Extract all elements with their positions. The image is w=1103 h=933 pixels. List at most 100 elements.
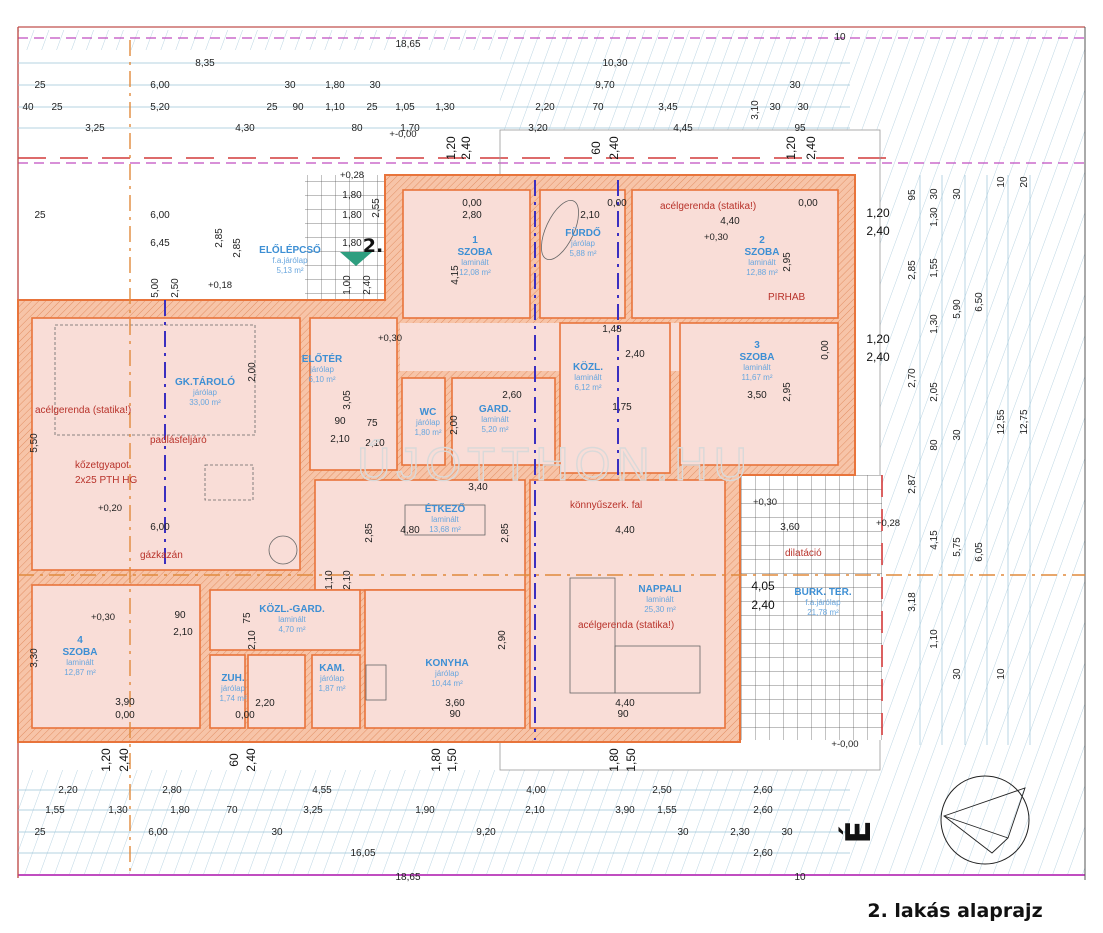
dimension-interior: 75 [242,612,253,624]
level-marker: +-0,00 [389,129,416,140]
room-area: 4,70 m² [278,625,305,634]
dimension-top: 25 [366,102,378,113]
dimension-right: 10 [996,668,1007,680]
dimension-interior: 1,00 [342,275,353,295]
room-name: SZOBA [740,352,775,363]
room-name: WC [420,407,437,418]
dimension-interior: 6,00 [150,210,170,221]
level-marker: +0,30 [704,232,728,243]
room-area: 1,80 m² [414,428,441,437]
window-dimension: 4,05 [751,579,775,593]
dimension-interior: 1,10 [324,570,335,590]
room-name: NAPPALI [638,584,681,595]
room-floor-finish: laminált [574,373,602,382]
dimension-top: 90 [292,102,304,113]
dimension-bottom: 30 [677,827,689,838]
window-dimension: 60 [227,753,241,767]
dimension-interior: 2,85 [214,228,225,248]
window-dimension: 1,20 [444,136,458,160]
room-eloter [309,317,398,471]
dimension-interior: 90 [617,709,629,720]
dimension-interior: 1,80 [342,190,362,201]
level-marker: +0,30 [378,333,402,344]
window-dimension: 1,20 [866,206,890,220]
dimension-interior: 3,60 [780,522,800,533]
room-number: 3 [754,340,760,351]
dimension-interior: 90 [174,610,186,621]
room-name: BURK. TER. [794,587,851,598]
room-area: 6,10 m² [308,375,335,384]
dimension-bottom: 1,55 [657,805,677,816]
dimension-interior: 0,00 [607,198,627,209]
dimension-right: 1,10 [929,629,940,649]
furniture [54,200,701,701]
dimension-top: 3,45 [658,102,678,113]
window-dimension: 1,20 [99,748,113,772]
annotation-label: 2x25 PTH HG [75,475,137,486]
north-label: É [838,820,879,843]
dimension-bottom: 2,10 [525,805,545,816]
window-dimension: 1,50 [624,748,638,772]
dimension-top: 10 [834,32,846,43]
dimension-interior: 6,45 [150,238,170,249]
dimension-right: 2,87 [907,474,918,494]
dimension-bottom: 2,60 [753,848,773,859]
dimension-interior: 2,00 [449,415,460,435]
dimension-interior: 3,40 [468,482,488,493]
dimension-right: 30 [952,668,963,680]
room-area: 11,67 m² [742,373,773,382]
dimension-bottom: 2,60 [753,785,773,796]
window-dimension: 1,20 [784,136,798,160]
level-marker: +0,30 [753,497,777,508]
dimension-top: 18,65 [395,39,420,50]
dimension-top: 1,80 [325,80,345,91]
dimension-top: 25 [266,102,278,113]
dimension-interior: 2,20 [255,698,275,709]
dimension-top: 3,20 [528,123,548,134]
room-name: ELŐLÉPCSŐ [259,243,321,256]
dimension-top: 30 [797,102,809,113]
annotation-label: dilatáció [785,548,822,559]
dimension-interior: 75 [366,418,378,429]
dimension-bottom: 2,60 [753,805,773,816]
annotation-label: padlásfeljáró [150,435,207,446]
dimension-top: 30 [284,80,296,91]
dimension-top: 70 [592,102,604,113]
room-name: GK.TÁROLÓ [175,375,235,388]
dimension-interior: 0,00 [798,198,818,209]
dimension-top: 6,00 [150,80,170,91]
room-floor-finish: laminált [66,658,94,667]
dimension-interior: 2,40 [362,275,373,295]
window-dimension: 2,40 [117,748,131,772]
dimension-right: 6,05 [974,542,985,562]
dimension-interior: 2,50 [170,278,181,298]
dimension-interior: 5,00 [150,278,161,298]
dimension-top: 5,20 [150,102,170,113]
dimension-interior: 90 [334,416,346,427]
dimension-top: 10,30 [602,58,627,69]
dimension-interior: 0,00 [235,710,255,721]
window-dimension: 2,40 [751,598,775,612]
room-floor-finish: járólap [415,418,441,427]
dimension-interior: 3,60 [445,698,465,709]
room-name: SZOBA [745,247,780,258]
dimension-interior: 4,40 [720,216,740,227]
room-area: 33,00 m² [189,398,221,407]
dimension-bottom: 4,00 [526,785,546,796]
dimension-interior: 25 [34,210,46,221]
drawing-title: 2. lakás alaprajz [867,900,1042,922]
room-floor-finish: laminált [481,415,509,424]
room-area: 5,88 m² [569,249,596,258]
dimension-interior: 1,80 [342,238,362,249]
dimension-interior: 6,00 [150,522,170,533]
dimension-interior: 3,90 [115,697,135,708]
dimension-interior: 2,10 [247,630,258,650]
room-area: 12,08 m² [459,268,491,277]
dimension-interior: 0,00 [820,340,831,360]
dimension-right: 30 [952,188,963,200]
room-name: GARD. [479,404,511,415]
dimension-bottom: 1,30 [108,805,128,816]
window-dimension: 2,40 [459,136,473,160]
dimension-right: 3,18 [907,592,918,612]
